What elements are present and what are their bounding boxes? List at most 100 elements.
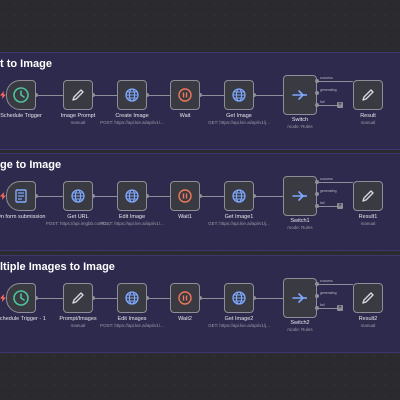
node-label: Switch1 xyxy=(290,218,310,224)
switch-output-label: success xyxy=(320,76,333,80)
node-subtitle: POST: https://api.imgbb.com/1... xyxy=(45,221,111,226)
node-label: Schedule Trigger xyxy=(0,113,42,119)
output-handle[interactable] xyxy=(198,296,202,300)
node-subtitle: POST: https://api.kie.ai/api/v1/... xyxy=(100,323,164,328)
node-globe[interactable] xyxy=(224,283,254,313)
globe-icon xyxy=(231,290,247,306)
connection-line xyxy=(93,196,117,197)
switch-output-label: fail xyxy=(320,201,325,205)
node-pen[interactable] xyxy=(353,181,383,211)
panel-title: t to Image xyxy=(0,58,52,70)
node-globe[interactable] xyxy=(117,181,147,211)
output-handle[interactable] xyxy=(34,296,38,300)
add-node-button[interactable]: + xyxy=(337,305,343,311)
node-subtitle: manual xyxy=(360,323,376,328)
trigger-bolt-icon xyxy=(0,294,6,302)
node-globe[interactable] xyxy=(224,181,254,211)
output-handle[interactable] xyxy=(145,296,149,300)
node-clock[interactable] xyxy=(6,283,36,313)
connection-line xyxy=(147,298,170,299)
node-switch[interactable] xyxy=(283,176,317,216)
node-subtitle: GET: https://api.kie.ai/api/v1/j... xyxy=(208,120,270,125)
output-handle[interactable] xyxy=(198,93,202,97)
node-label: Wait2 xyxy=(178,316,192,322)
output-handle[interactable] xyxy=(91,93,95,97)
node-pen[interactable] xyxy=(353,283,383,313)
node-pen[interactable] xyxy=(63,80,93,110)
switch-icon xyxy=(291,189,309,203)
node-subtitle: mode: Rules xyxy=(287,124,313,129)
connection-line xyxy=(317,308,337,309)
node-subtitle: manual xyxy=(70,120,86,125)
panel-title: ltiple Images to Image xyxy=(0,261,115,273)
output-handle[interactable] xyxy=(198,194,202,198)
connection-line xyxy=(200,95,224,96)
output-handle[interactable] xyxy=(252,93,256,97)
node-globe[interactable] xyxy=(117,283,147,313)
pen-icon xyxy=(360,87,376,103)
output-handle[interactable] xyxy=(252,296,256,300)
node-label: On form submission xyxy=(0,214,46,220)
node-pause[interactable] xyxy=(170,181,200,211)
connection-line xyxy=(254,95,283,96)
connection-line xyxy=(317,182,353,183)
node-switch[interactable] xyxy=(283,75,317,115)
switch-output-handle[interactable] xyxy=(315,192,319,196)
connection-line xyxy=(36,298,63,299)
switch-output-label: generating xyxy=(320,189,337,193)
switch-output-label: generating xyxy=(320,88,337,92)
node-globe[interactable] xyxy=(63,181,93,211)
switch-output-handle[interactable] xyxy=(315,294,319,298)
node-pen[interactable] xyxy=(353,80,383,110)
connection-line xyxy=(200,298,224,299)
node-globe[interactable] xyxy=(117,80,147,110)
node-label: Create Image xyxy=(115,113,149,119)
node-globe[interactable] xyxy=(224,80,254,110)
switch-output-label: generating xyxy=(320,291,337,295)
connection-line xyxy=(254,196,283,197)
connection-line xyxy=(254,298,283,299)
node-subtitle: manual xyxy=(360,120,376,125)
globe-icon xyxy=(70,188,86,204)
node-label: Edit Images xyxy=(117,316,147,322)
node-label: Result xyxy=(360,113,376,119)
node-pause[interactable] xyxy=(170,80,200,110)
node-label: Edit Image xyxy=(118,214,146,220)
node-clock[interactable] xyxy=(6,80,36,110)
node-label: Wait xyxy=(179,113,191,119)
node-form[interactable] xyxy=(6,181,36,211)
panel-title: ge to Image xyxy=(0,159,62,171)
node-label: Result2 xyxy=(358,316,378,322)
connection-line xyxy=(147,95,170,96)
pen-icon xyxy=(360,290,376,306)
output-handle[interactable] xyxy=(91,296,95,300)
output-handle[interactable] xyxy=(145,93,149,97)
globe-icon xyxy=(231,188,247,204)
connection-line xyxy=(317,105,337,106)
node-switch[interactable] xyxy=(283,278,317,318)
globe-icon xyxy=(124,290,140,306)
output-handle[interactable] xyxy=(145,194,149,198)
output-handle[interactable] xyxy=(34,194,38,198)
node-label: Get Image1 xyxy=(224,214,254,220)
add-node-button[interactable]: + xyxy=(337,102,343,108)
node-subtitle: manual xyxy=(70,323,86,328)
output-handle[interactable] xyxy=(252,194,256,198)
connection-line xyxy=(93,95,117,96)
add-node-button[interactable]: + xyxy=(337,203,343,209)
node-pen[interactable] xyxy=(63,283,93,313)
connection-line xyxy=(317,206,337,207)
switch-output-handle[interactable] xyxy=(315,91,319,95)
node-pause[interactable] xyxy=(170,283,200,313)
connection-line xyxy=(317,81,353,82)
node-label: Image Prompt xyxy=(60,113,96,119)
switch-icon xyxy=(291,88,309,102)
output-handle[interactable] xyxy=(91,194,95,198)
pen-icon xyxy=(70,290,86,306)
output-handle[interactable] xyxy=(34,93,38,97)
connection-line xyxy=(317,284,353,285)
pause-icon xyxy=(177,87,193,103)
